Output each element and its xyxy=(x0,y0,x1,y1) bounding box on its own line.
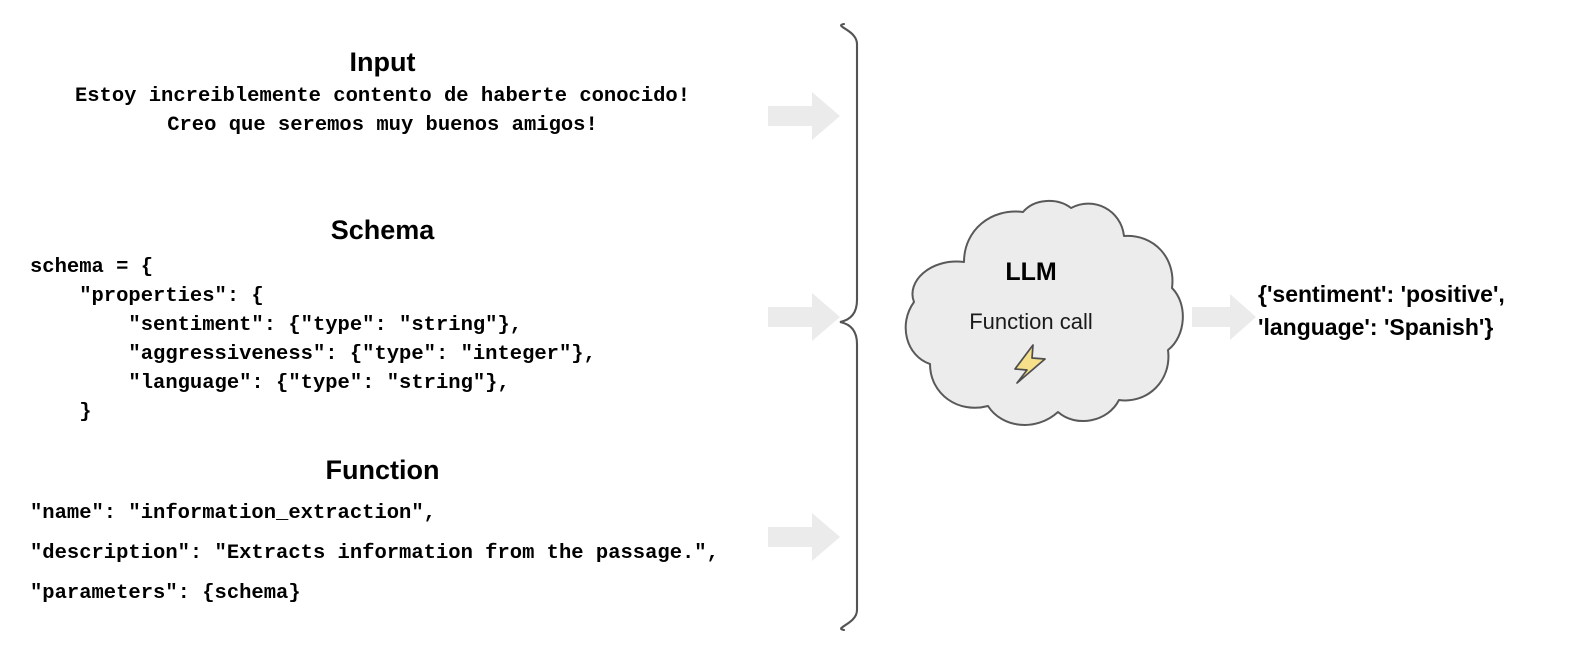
input-text-line-1: Estoy increiblemente contento de haberte… xyxy=(74,85,691,109)
cloud-shape-icon xyxy=(904,200,1184,426)
schema-code-line-1: schema = { xyxy=(30,256,154,280)
input-text-line-2: Creo que seremos muy buenos amigos! xyxy=(167,114,598,138)
function-heading: Function xyxy=(325,455,440,485)
schema-code-line-4: "aggressiveness": {"type": "integer"}, xyxy=(30,343,596,367)
llm-label: LLM xyxy=(1005,258,1057,286)
arrow-right-icon-input xyxy=(768,92,840,140)
output-line-2: 'language': 'Spanish'} xyxy=(1258,314,1494,340)
output-section: {'sentiment': 'positive', 'language': 'S… xyxy=(1258,278,1578,344)
output-line-1: {'sentiment': 'positive', xyxy=(1258,281,1505,307)
inputs-column: Input Estoy increiblemente contento de h… xyxy=(20,0,745,647)
llm-cloud: LLM Function call xyxy=(876,196,1186,444)
left-curly-brace xyxy=(839,22,859,632)
schema-code-line-6: } xyxy=(30,401,92,425)
function-code-line-3: "parameters": {schema} xyxy=(30,582,301,606)
high-voltage-glyph xyxy=(1014,344,1046,384)
schema-code-line-3: "sentiment": {"type": "string"}, xyxy=(30,314,523,338)
function-code-line-2: "description": "Extracts information fro… xyxy=(30,542,719,566)
high-voltage-icon xyxy=(876,343,1186,396)
schema-code-line-5: "language": {"type": "string"}, xyxy=(30,372,510,396)
schema-section: Schema schema = { "properties": { "senti… xyxy=(20,216,745,427)
input-heading: Input xyxy=(349,47,416,77)
schema-code-line-2: "properties": { xyxy=(30,285,264,309)
function-code-line-1: "name": "information_extraction", xyxy=(30,502,436,526)
schema-heading: Schema xyxy=(330,215,435,245)
arrow-right-icon-output xyxy=(1192,294,1256,340)
input-section: Input Estoy increiblemente contento de h… xyxy=(20,48,745,140)
arrow-right-icon-schema xyxy=(768,293,840,341)
function-section: Function "name": "information_extraction… xyxy=(20,456,745,614)
function-call-label: Function call xyxy=(969,309,1093,334)
arrow-right-icon-function xyxy=(768,513,840,561)
